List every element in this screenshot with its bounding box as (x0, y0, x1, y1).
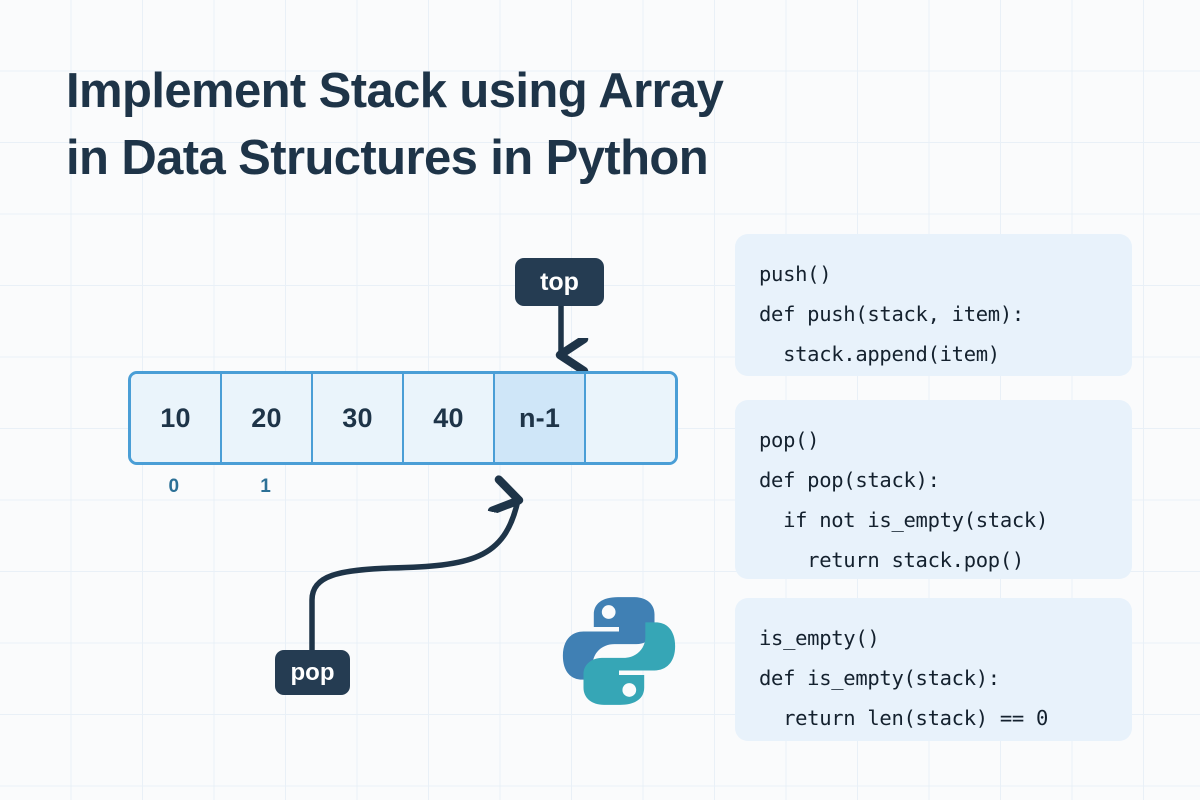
array-index-label-1: 1 (260, 476, 271, 497)
page-title: Implement Stack using Array in Data Stru… (66, 58, 966, 192)
pop-pointer-badge: pop (275, 650, 350, 695)
code-panel-push-line-1: stack.append(item) (759, 342, 1000, 366)
title-line-2: in Data Structures in Python (66, 131, 709, 185)
array-cell-5 (586, 374, 675, 462)
code-panel-is-empty-heading: is_empty() (759, 626, 880, 650)
code-panel-is-empty: is_empty() def is_empty(stack): return l… (735, 598, 1132, 741)
array-cell-value-4: n-1 (518, 402, 561, 433)
array-cell-3: 40 (404, 374, 495, 462)
code-panel-push-line-0: def push(stack, item): (759, 302, 1024, 326)
pop-arrow (309, 500, 518, 653)
code-panel-pop-line-0: def pop(stack): (759, 468, 940, 492)
python-logo-icon (562, 597, 676, 705)
code-panel-is-empty-line-0: def is_empty(stack): (759, 666, 1000, 690)
code-panel-pop-line-1: if not is_empty(stack) (759, 508, 1049, 532)
array-cells-container: 10 20 30 40 n-1 (128, 371, 678, 465)
array-cell-2: 30 (313, 374, 404, 462)
array-cell-0: 10 (131, 374, 222, 462)
array-cell-1: 20 (222, 374, 313, 462)
array-cell-value-3: 40 (433, 402, 464, 433)
code-panel-push: push() def push(stack, item): stack.appe… (735, 234, 1132, 376)
code-panel-is-empty-line-1: return len(stack) == 0 (759, 706, 1049, 730)
code-panel-pop: pop() def pop(stack): if not is_empty(st… (735, 400, 1132, 579)
top-pointer-badge: top (515, 258, 604, 306)
code-panel-push-heading: push() (759, 262, 832, 286)
stack-array: 10 20 30 40 n-1 (128, 371, 678, 465)
python-eye-top (601, 605, 616, 619)
array-cell-4: n-1 (495, 374, 586, 462)
array-cell-value-2: 30 (342, 402, 373, 433)
array-cell-value-0: 10 (160, 402, 191, 433)
pop-pointer-label: pop (290, 658, 335, 686)
code-panel-pop-line-2: return stack.pop() (759, 548, 1024, 572)
array-cell-value-1: 20 (251, 402, 282, 433)
python-eye-bottom (622, 683, 637, 697)
title-line-1: Implement Stack using Array (66, 64, 724, 118)
array-index-label-0: 0 (168, 476, 180, 497)
top-pointer-label: top (540, 267, 579, 296)
code-panel-pop-heading: pop() (759, 428, 820, 452)
